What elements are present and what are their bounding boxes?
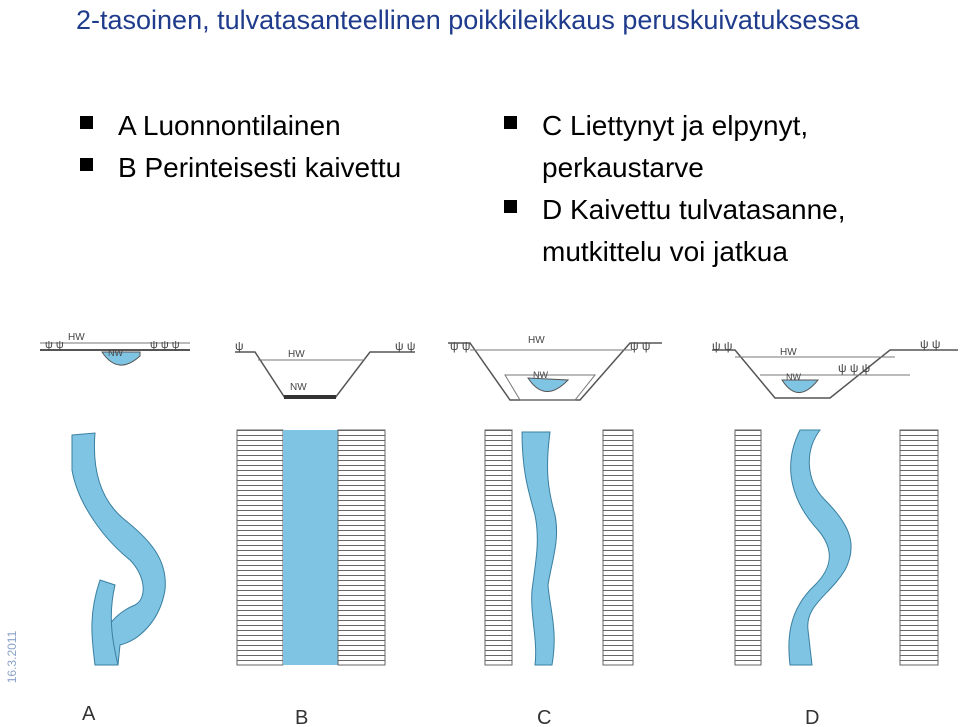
plan-d [734,429,939,666]
vegetation-a: ψ ψ ψ [150,339,180,351]
hw-label-a: HW [68,332,85,343]
hw-label-b: HW [288,349,305,360]
cross-section-b: HW NW ψ ψ ψ [235,339,415,399]
nw-label-a: NW [108,348,123,358]
panel-label-c: C [537,707,551,727]
cross-section-c: HW NW ψ ψ ψ ψ [448,335,662,401]
hw-label-c: HW [528,335,545,346]
plan-b [236,429,386,666]
left-bullet-list: A Luonnontilainen B Perinteisesti kaivet… [80,105,460,189]
page-title: 2-tasoinen, tulvatasanteellinen poikkile… [76,5,860,35]
plan-c [484,429,634,666]
nw-label-b: NW [290,382,307,393]
vegetation-b2: ψ ψ [395,339,415,353]
vegetation-c: ψ ψ [450,339,470,353]
vegetation-b: ψ [235,339,244,353]
panel-label-d: D [805,707,819,727]
vegetation-d: ψ ψ [712,339,732,353]
square-bullet-icon [504,200,517,213]
vegetation-c2: ψ ψ [630,339,650,353]
bullet-a: A Luonnontilainen [80,105,460,147]
nw-label-c: NW [533,370,548,380]
vegetation-d3: ψ ψ [920,337,940,351]
bullet-b: B Perinteisesti kaivettu [80,147,460,189]
right-bullet-list: C Liettynyt ja elpynyt, perkaustarve D K… [504,105,924,273]
panel-label-a: A [82,703,96,725]
hw-label-d: HW [780,347,797,358]
cross-section-a: HW NW ψ ψ ψ ψ ψ [40,332,190,366]
square-bullet-icon [504,116,517,129]
vegetation-d2: ψ ψ ψ [838,361,870,375]
square-bullet-icon [80,158,93,171]
bullet-d: D Kaivettu tulvatasanne, mutkittelu voi … [504,189,924,273]
square-bullet-icon [80,116,93,129]
cross-section-d: HW NW ψ ψ ψ ψ ψ ψ ψ [712,337,958,399]
bullet-c: C Liettynyt ja elpynyt, perkaustarve [504,105,924,189]
plan-a-stream [71,432,166,666]
panel-label-b: B [295,707,308,727]
nw-label-d: NW [786,372,801,382]
vegetation-a2: ψ ψ [45,339,64,351]
